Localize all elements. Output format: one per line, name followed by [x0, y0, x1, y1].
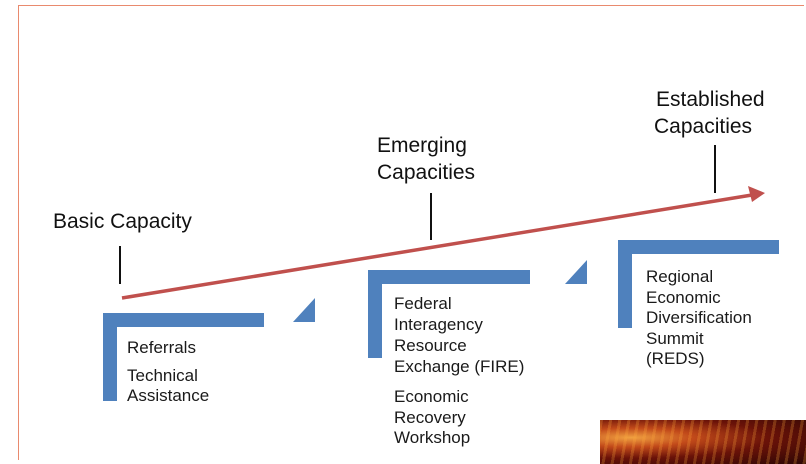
established-item: Summit [646, 329, 704, 348]
emerging-item: Interagency [394, 315, 483, 334]
emerging-bracket-icon [368, 270, 530, 358]
emerging-triangle-icon [565, 260, 587, 284]
stage-label-basic: Basic Capacity [53, 210, 192, 233]
established-bracket-icon [618, 240, 779, 328]
established-item: Diversification [646, 308, 752, 327]
basic-bracket-icon [103, 313, 264, 401]
fire-thumbnail-image [600, 420, 806, 464]
emerging-item: Economic [394, 387, 469, 406]
basic-item: Assistance [127, 386, 210, 405]
basic-triangle-icon [293, 298, 315, 322]
emerging-item: Workshop [394, 428, 471, 447]
stage-label-established-line2: Capacities [654, 115, 753, 138]
slide-frame [18, 5, 804, 460]
basic-item: Technical [127, 366, 198, 385]
emerging-item: Federal [394, 294, 452, 313]
established-item: Economic [646, 288, 721, 307]
emerging-item: Recovery [394, 408, 466, 427]
growth-arrow-icon [121, 186, 765, 300]
emerging-item: Resource [394, 336, 467, 355]
stage-label-emerging-line1: Emerging [377, 134, 467, 157]
emerging-item: Exchange (FIRE) [394, 357, 525, 376]
established-item: (REDS) [646, 349, 705, 368]
basic-item: Referrals [127, 338, 196, 357]
established-item: Regional [646, 267, 714, 286]
stage-label-established-line1: Established [656, 88, 765, 111]
stage-label-emerging-line2: Capacities [377, 161, 476, 184]
